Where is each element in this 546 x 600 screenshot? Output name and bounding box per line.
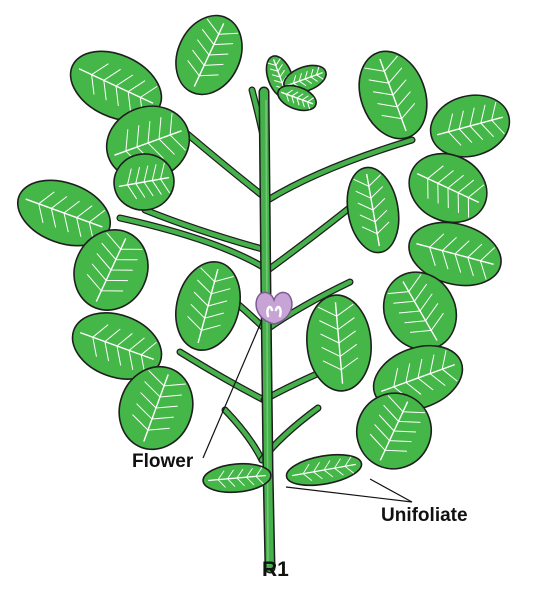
flower-petals — [255, 291, 293, 325]
leaflet-veins — [387, 274, 444, 333]
leaflet-veins — [187, 267, 234, 331]
branch — [177, 349, 267, 403]
unifoliate-veins — [302, 456, 355, 482]
leaflet-veins — [364, 55, 416, 120]
trifoliate-leaflet — [69, 50, 163, 122]
flower-label: Flower — [132, 451, 194, 472]
leaflet-veins — [38, 191, 106, 242]
leaflet-veins — [86, 232, 143, 292]
flower-leader-line — [202, 319, 263, 459]
leaflet-veins — [429, 233, 496, 280]
trifoliate-leaflet — [71, 312, 163, 380]
trifoliate-leaflet — [113, 153, 175, 211]
leaflet-veins — [187, 18, 238, 77]
trifoliate-leaflet — [16, 179, 112, 247]
trifoliate-leaflet — [306, 294, 372, 392]
unifoliate-leaf — [285, 453, 363, 487]
leaflet-veins — [126, 162, 171, 200]
trifoliate-leaflet — [175, 14, 243, 96]
growth-stage-label: R1 — [262, 558, 289, 581]
unifoliate-leaf — [202, 462, 272, 494]
leaflet-veins — [353, 174, 390, 235]
leaflet-veins — [393, 350, 458, 400]
unifoliate-leader-line-right — [369, 478, 413, 503]
branch — [265, 137, 415, 203]
branch — [222, 407, 265, 463]
trifoliate-leaflet — [277, 84, 317, 112]
trifoliate-leaflet — [408, 221, 502, 287]
leaflet-veins — [427, 165, 485, 218]
unifoliate-veins — [217, 467, 264, 488]
flower-keel — [266, 305, 282, 318]
trifoliate-leaflet — [346, 166, 400, 254]
unifoliate-leader-line-left — [285, 486, 413, 503]
flower-icon — [255, 291, 293, 325]
leaflet-veins — [285, 89, 315, 110]
trifoliate-leaflet — [382, 271, 458, 351]
branch — [182, 129, 271, 203]
leaflet-veins — [369, 395, 425, 452]
branch — [117, 215, 271, 273]
branch — [142, 207, 269, 253]
unifoliate-label: Unifoliate — [381, 505, 468, 526]
leaflet-veins — [447, 101, 505, 146]
trifoliate-leaflet — [73, 229, 149, 311]
leaflet-veins — [317, 303, 359, 371]
trifoliate-leaflet — [175, 260, 241, 352]
leaflet-veins — [91, 63, 158, 118]
trifoliate-leaflet — [408, 152, 488, 224]
trifoliate-leaflet — [429, 94, 511, 158]
leaflet-veins — [292, 66, 324, 89]
trifoliate-leaflet — [358, 50, 428, 140]
trifoliate-leaflet — [118, 365, 194, 451]
branch — [263, 279, 353, 333]
trifoliate-leaflet — [356, 392, 432, 470]
leaflet-veins — [132, 370, 186, 431]
stem-highlight — [265, 99, 269, 566]
leaflet-veins — [92, 324, 157, 375]
